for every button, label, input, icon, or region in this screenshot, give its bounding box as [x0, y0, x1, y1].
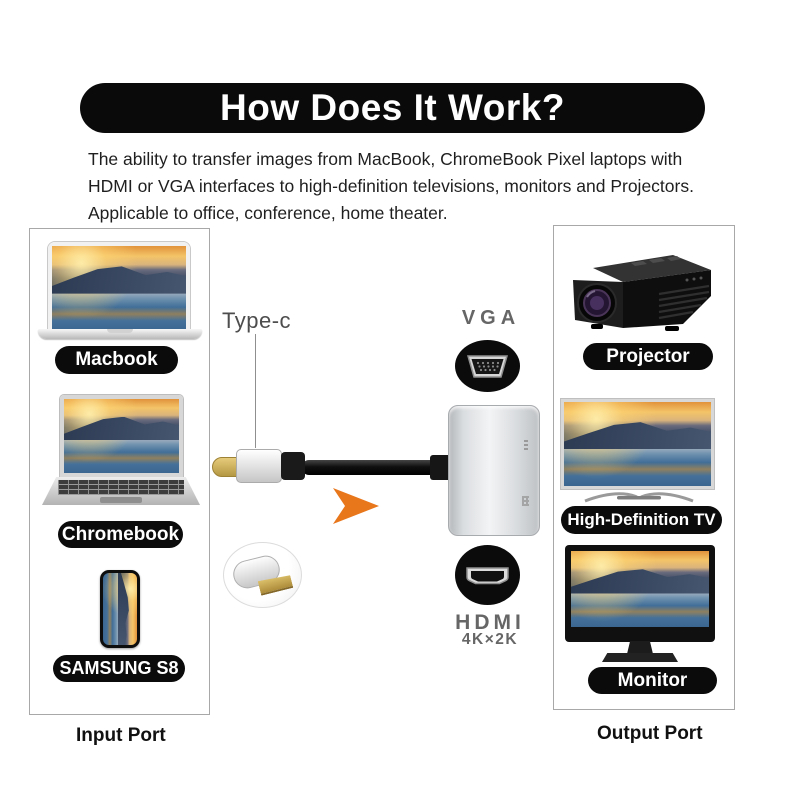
title-banner: How Does It Work? [80, 83, 705, 133]
macbook-label: Macbook [55, 346, 178, 374]
macbook-illustration [48, 242, 190, 335]
description: The ability to transfer images from MacB… [88, 146, 748, 227]
hdmi-resolution-label: 4K×2K [461, 631, 519, 648]
description-line: HDMI or VGA interfaces to high-definitio… [88, 176, 694, 196]
vga-port-icon [455, 340, 520, 392]
adapter-body [448, 405, 540, 536]
phone-screen-image [103, 573, 137, 645]
projector-label: Projector [583, 343, 713, 370]
hdmi-port-icon [455, 545, 520, 605]
hdtv-stand [584, 492, 694, 503]
monitor-screen-image [571, 551, 709, 627]
chromebook-label: Chromebook [58, 521, 183, 548]
macbook-screen-image [52, 246, 186, 331]
hdtv-screen-image [564, 402, 711, 486]
description-line: The ability to transfer images from MacB… [88, 149, 683, 169]
adapter-marking [522, 496, 529, 506]
chromebook-screen-image [64, 399, 179, 473]
input-port-caption: Input Port [76, 725, 166, 746]
monitor-label: Monitor [588, 667, 717, 694]
adapter-cable [302, 460, 440, 475]
usb-c-plug-body [236, 449, 282, 483]
type-c-label: Type-c [222, 308, 292, 333]
hdmi-label: HDMI [455, 611, 525, 634]
monitor-illustration [565, 545, 715, 642]
page-title: How Does It Work? [220, 87, 565, 128]
chromebook-illustration [60, 395, 183, 477]
adapter-marking [524, 440, 528, 452]
hdtv-label: High-Definition TV [561, 506, 722, 534]
samsung-s8-label: SAMSUNG S8 [53, 655, 185, 682]
type-c-pointer-line [255, 334, 256, 448]
monitor-stand-neck [627, 641, 653, 654]
hdtv-illustration [561, 399, 714, 489]
monitor-stand-base [602, 653, 678, 662]
samsung-s8-illustration [100, 570, 140, 648]
usb-c-plug-collar [281, 452, 305, 480]
vga-label: VGA [461, 307, 521, 329]
usb-c-plug-tip [212, 457, 238, 477]
macbook-base [38, 329, 202, 339]
output-port-caption: Output Port [597, 723, 703, 744]
type-c-connector-closeup [223, 542, 302, 608]
cable-strain-relief [430, 455, 452, 480]
description-line: Applicable to office, conference, home t… [88, 203, 448, 223]
chromebook-keyboard [42, 477, 200, 505]
phone-screen [103, 573, 137, 645]
flow-arrow-icon [333, 488, 379, 524]
projector-illustration [573, 255, 711, 331]
